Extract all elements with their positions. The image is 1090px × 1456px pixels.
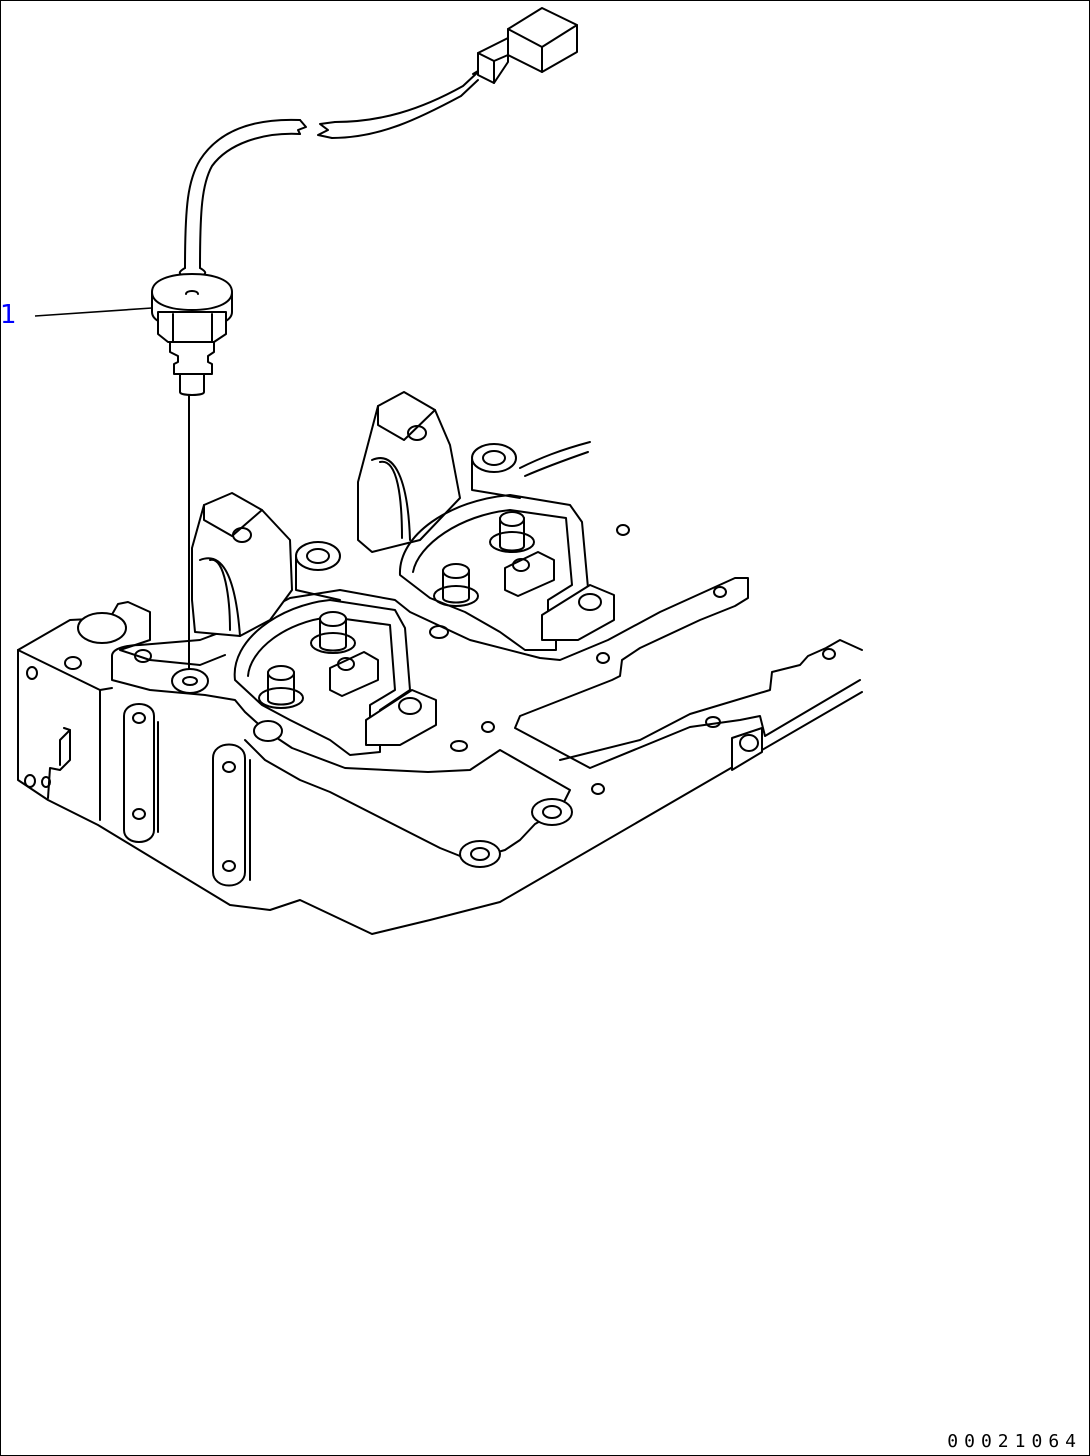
callout-leader-line bbox=[34, 307, 153, 317]
sensor-wire bbox=[184, 71, 479, 269]
drawing-number: 00021064 bbox=[947, 1431, 1082, 1452]
callout-label-1[interactable]: 1 bbox=[0, 300, 17, 330]
cylinder-head bbox=[17, 391, 863, 935]
harness-connector bbox=[472, 7, 578, 84]
